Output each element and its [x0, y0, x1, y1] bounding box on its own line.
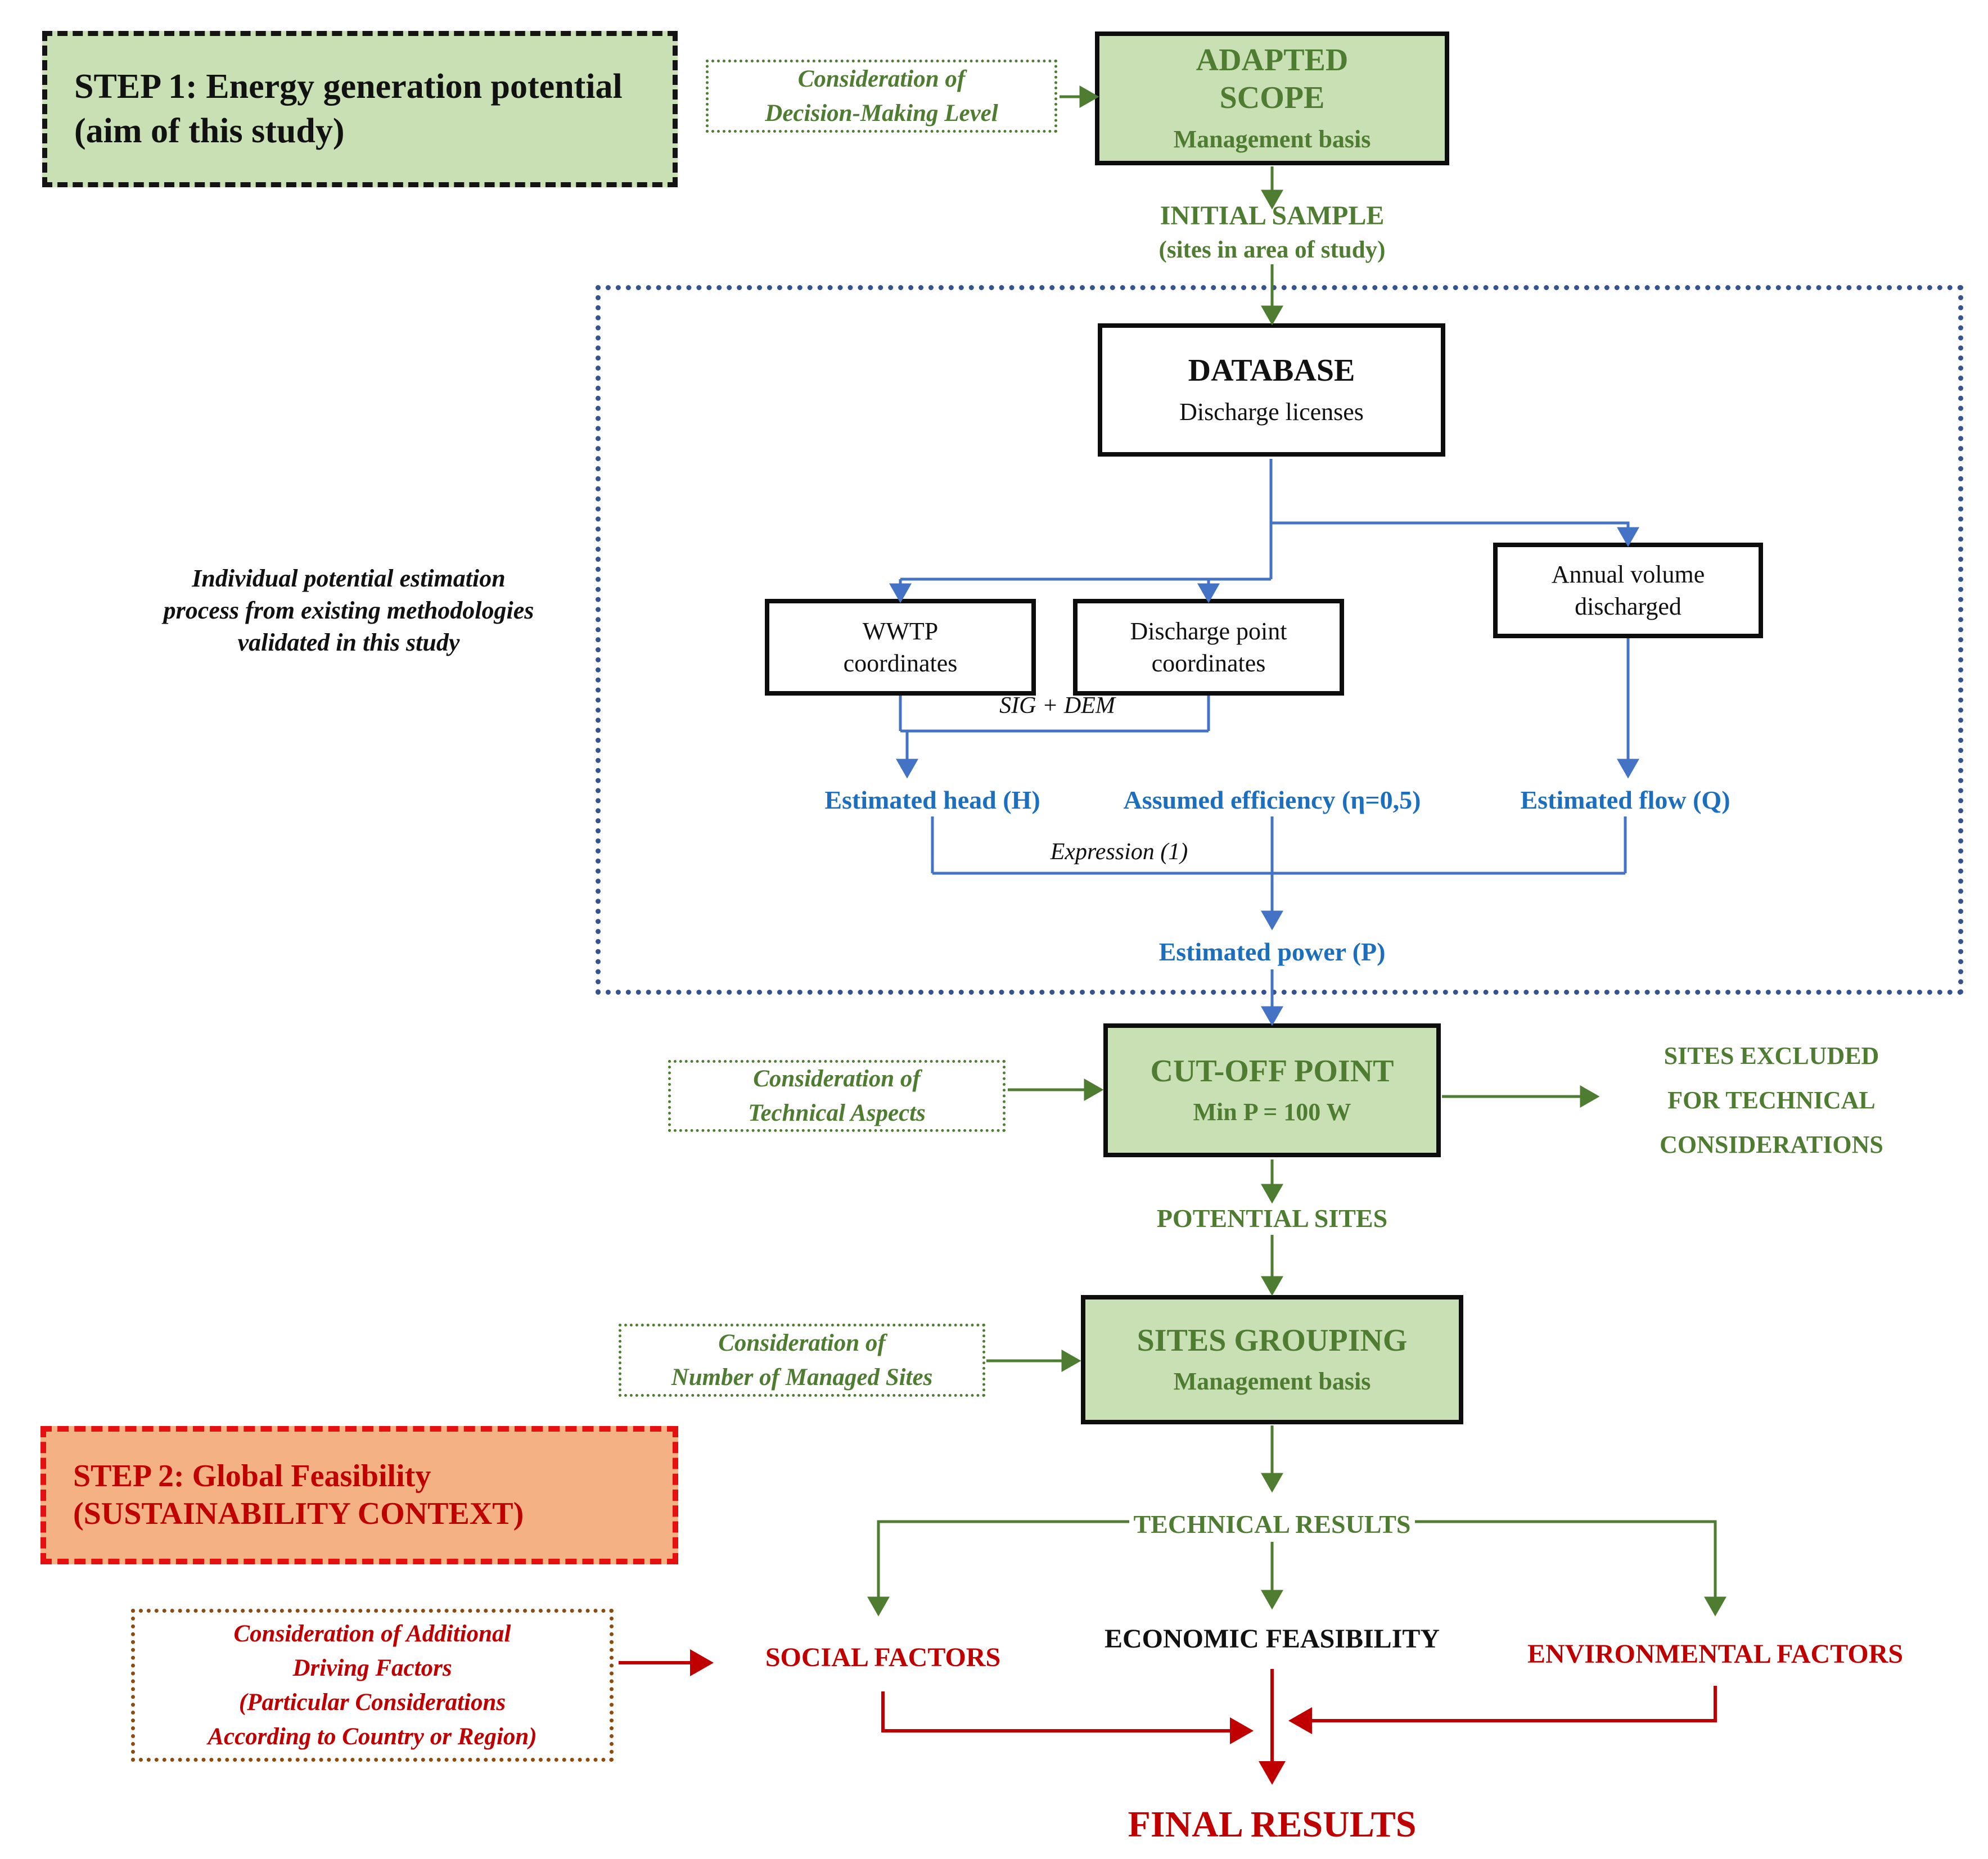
discharge-point-box: Discharge point coordinates — [1073, 599, 1344, 696]
side-note-line2: process from existing methodologies — [163, 597, 534, 625]
consideration-technical-line2: Technical Aspects — [748, 1100, 926, 1126]
elbow-environmental-to-center — [1288, 1686, 1717, 1734]
economic-feasibility-label: ECONOMIC FEASIBILITY — [1104, 1624, 1440, 1654]
consideration-decision-box: Consideration of Decision-Making Level — [706, 60, 1057, 133]
sites-grouping-subtitle: Management basis — [1173, 1368, 1371, 1395]
step1-title-line1: STEP 1: Energy generation potential — [74, 67, 623, 106]
expression-label: Expression (1) — [1050, 839, 1188, 865]
technical-results-label: TECHNICAL RESULTS — [1133, 1510, 1411, 1538]
consideration-driving-line3: (Particular Considerations — [238, 1689, 506, 1716]
sites-grouping-title: SITES GROUPING — [1137, 1323, 1408, 1358]
elbow-technical-results-to-social — [867, 1520, 1129, 1617]
cutoff-box: CUT-OFF POINT Min P = 100 W — [1103, 1023, 1441, 1157]
consideration-decision-line2: Decision-Making Level — [765, 100, 998, 127]
sites-excluded-line1: SITES EXCLUDED — [1664, 1042, 1879, 1070]
wwtp-coordinates-box: WWTP coordinates — [765, 599, 1036, 696]
consideration-managed-line2: Number of Managed Sites — [671, 1364, 933, 1391]
sites-excluded-label: SITES EXCLUDED FOR TECHNICAL CONSIDERATI… — [1660, 1034, 1883, 1167]
adapted-scope-title: ADAPTED SCOPE — [1196, 43, 1349, 116]
consideration-driving-box: Consideration of Additional Driving Fact… — [131, 1609, 614, 1762]
estimated-flow-label: Estimated flow (Q) — [1520, 786, 1730, 814]
elbow-technical-results-to-environmental — [1415, 1520, 1726, 1617]
step2-title-line1: STEP 2: Global Feasibility — [73, 1458, 431, 1493]
discharge-point-label: Discharge point coordinates — [1130, 617, 1287, 677]
database-subtitle: Discharge licenses — [1179, 398, 1364, 426]
database-box: DATABASE Discharge licenses — [1098, 323, 1445, 457]
final-results-label: FINAL RESULTS — [1128, 1804, 1417, 1845]
environmental-factors-label: ENVIRONMENTAL FACTORS — [1527, 1639, 1904, 1669]
potential-sites-label: POTENTIAL SITES — [1156, 1204, 1388, 1233]
adapted-scope-subtitle: Management basis — [1173, 125, 1371, 153]
step1-title-line2: (aim of this study) — [74, 112, 345, 150]
step2-box: STEP 2: Global Feasibility (SUSTAINABILI… — [40, 1426, 678, 1564]
side-note: Individual potential estimation process … — [164, 562, 534, 659]
sig-dem-label: SIG + DEM — [999, 693, 1115, 719]
initial-sample-line2: (sites in area of study) — [1158, 237, 1386, 263]
cutoff-title: CUT-OFF POINT — [1150, 1053, 1394, 1089]
consideration-technical-box: Consideration of Technical Aspects — [668, 1060, 1006, 1132]
social-factors-label: SOCIAL FACTORS — [765, 1643, 1001, 1672]
consideration-managed-box: Consideration of Number of Managed Sites — [619, 1324, 985, 1397]
elbow-social-to-center — [881, 1691, 1254, 1744]
consideration-driving-line1: Consideration of Additional — [233, 1620, 511, 1647]
consideration-managed-line1: Consideration of — [718, 1329, 886, 1356]
step2-title-line2: (SUSTAINABILITY CONTEXT) — [73, 1496, 524, 1531]
assumed-efficiency-label: Assumed efficiency (η=0,5) — [1123, 786, 1421, 814]
consideration-decision-line1: Consideration of — [797, 65, 966, 92]
database-title: DATABASE — [1188, 353, 1355, 389]
adapted-scope-box: ADAPTED SCOPE Management basis — [1095, 31, 1449, 165]
initial-sample-label: INITIAL SAMPLE (sites in area of study) — [1159, 199, 1386, 267]
consideration-driving-line4: According to Country or Region) — [208, 1723, 537, 1750]
cutoff-subtitle: Min P = 100 W — [1193, 1098, 1351, 1126]
sites-excluded-line2: FOR TECHNICAL — [1667, 1086, 1876, 1115]
side-note-line1: Individual potential estimation — [192, 565, 506, 592]
initial-sample-line1: INITIAL SAMPLE — [1160, 201, 1385, 231]
consideration-driving-line2: Driving Factors — [292, 1654, 452, 1681]
estimated-power-label: Estimated power (P) — [1158, 937, 1386, 966]
consideration-technical-line1: Consideration of — [753, 1065, 921, 1092]
side-note-line3: validated in this study — [237, 629, 460, 657]
wwtp-coordinates-label: WWTP coordinates — [843, 617, 958, 677]
annual-volume-box: Annual volume discharged — [1493, 543, 1763, 638]
sites-excluded-line3: CONSIDERATIONS — [1660, 1131, 1883, 1159]
sites-grouping-box: SITES GROUPING Management basis — [1081, 1295, 1463, 1424]
estimated-head-label: Estimated head (H) — [824, 786, 1040, 814]
annual-volume-label: Annual volume discharged — [1551, 560, 1705, 620]
estimation-process-frame — [596, 285, 1963, 995]
step1-box: STEP 1: Energy generation potential (aim… — [42, 31, 678, 187]
